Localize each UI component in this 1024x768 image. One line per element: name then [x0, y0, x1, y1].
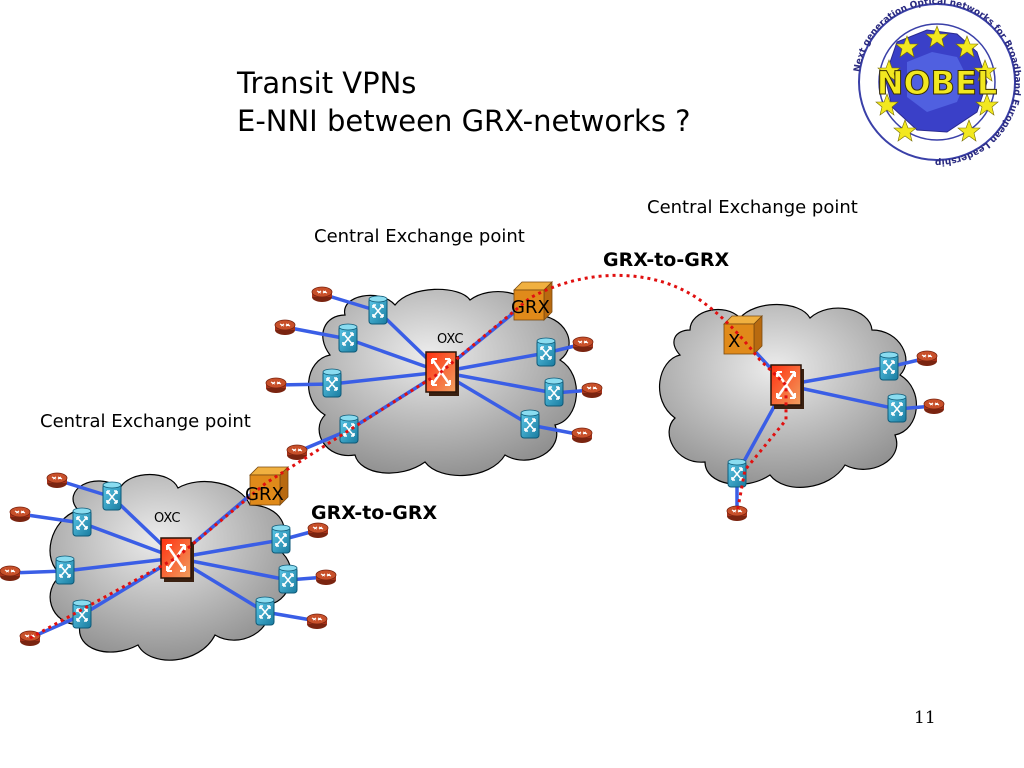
router-icon — [306, 613, 328, 630]
oxc-icon — [424, 350, 461, 398]
cep-label-middle: Central Exchange point — [314, 226, 525, 247]
x-label-right: X — [728, 331, 740, 352]
router-icon — [265, 377, 287, 394]
switch-icon — [271, 524, 291, 554]
switch-icon — [879, 351, 899, 381]
cep-label-left: Central Exchange point — [40, 411, 251, 432]
switch-icon — [102, 481, 122, 511]
transit-path — [29, 273, 788, 640]
switch-icon — [887, 393, 907, 423]
router-icon — [315, 569, 337, 586]
router-icon — [311, 286, 333, 303]
oxc-icon — [159, 536, 196, 584]
oxc-label-left: OXC — [154, 511, 180, 526]
router-icon — [307, 522, 329, 539]
oxc-icon — [769, 363, 806, 411]
switch-icon — [536, 337, 556, 367]
router-icon — [9, 506, 31, 523]
router-icon — [571, 427, 593, 444]
switch-icon — [544, 377, 564, 407]
logo-name: NOBEL — [877, 64, 998, 102]
grx-to-grx-label-bottom: GRX-to-GRX — [311, 502, 438, 524]
grx-to-grx-label-top: GRX-to-GRX — [603, 249, 730, 271]
switch-icon — [338, 323, 358, 353]
switch-icon — [72, 507, 92, 537]
router-icon — [572, 336, 594, 353]
router-icon — [46, 472, 68, 489]
grx-label-middle: GRX — [511, 297, 550, 318]
switch-icon — [55, 555, 75, 585]
switch-icon — [368, 295, 388, 325]
switch-icon — [322, 368, 342, 398]
switch-icon — [520, 409, 540, 439]
title-line-2: E-NNI between GRX-networks ? — [237, 104, 691, 138]
switch-icon — [278, 564, 298, 594]
title-line-1: Transit VPNs — [237, 66, 417, 100]
router-icon — [0, 565, 21, 582]
grx-label-left: GRX — [245, 484, 284, 505]
switch-icon — [255, 596, 275, 626]
switch-icon — [339, 414, 359, 444]
router-icon — [916, 350, 938, 367]
links-right — [735, 332, 935, 513]
router-icon — [581, 382, 603, 399]
cep-label-right: Central Exchange point — [647, 197, 858, 218]
router-icon — [274, 319, 296, 336]
nobel-logo: NOBEL Next generation Optical networks f… — [853, 0, 1022, 167]
router-icon — [923, 398, 945, 415]
page-number: 11 — [914, 708, 936, 728]
slide-title: Transit VPNs E-NNI between GRX-networks … — [237, 64, 691, 140]
oxc-label-middle: OXC — [437, 332, 463, 347]
